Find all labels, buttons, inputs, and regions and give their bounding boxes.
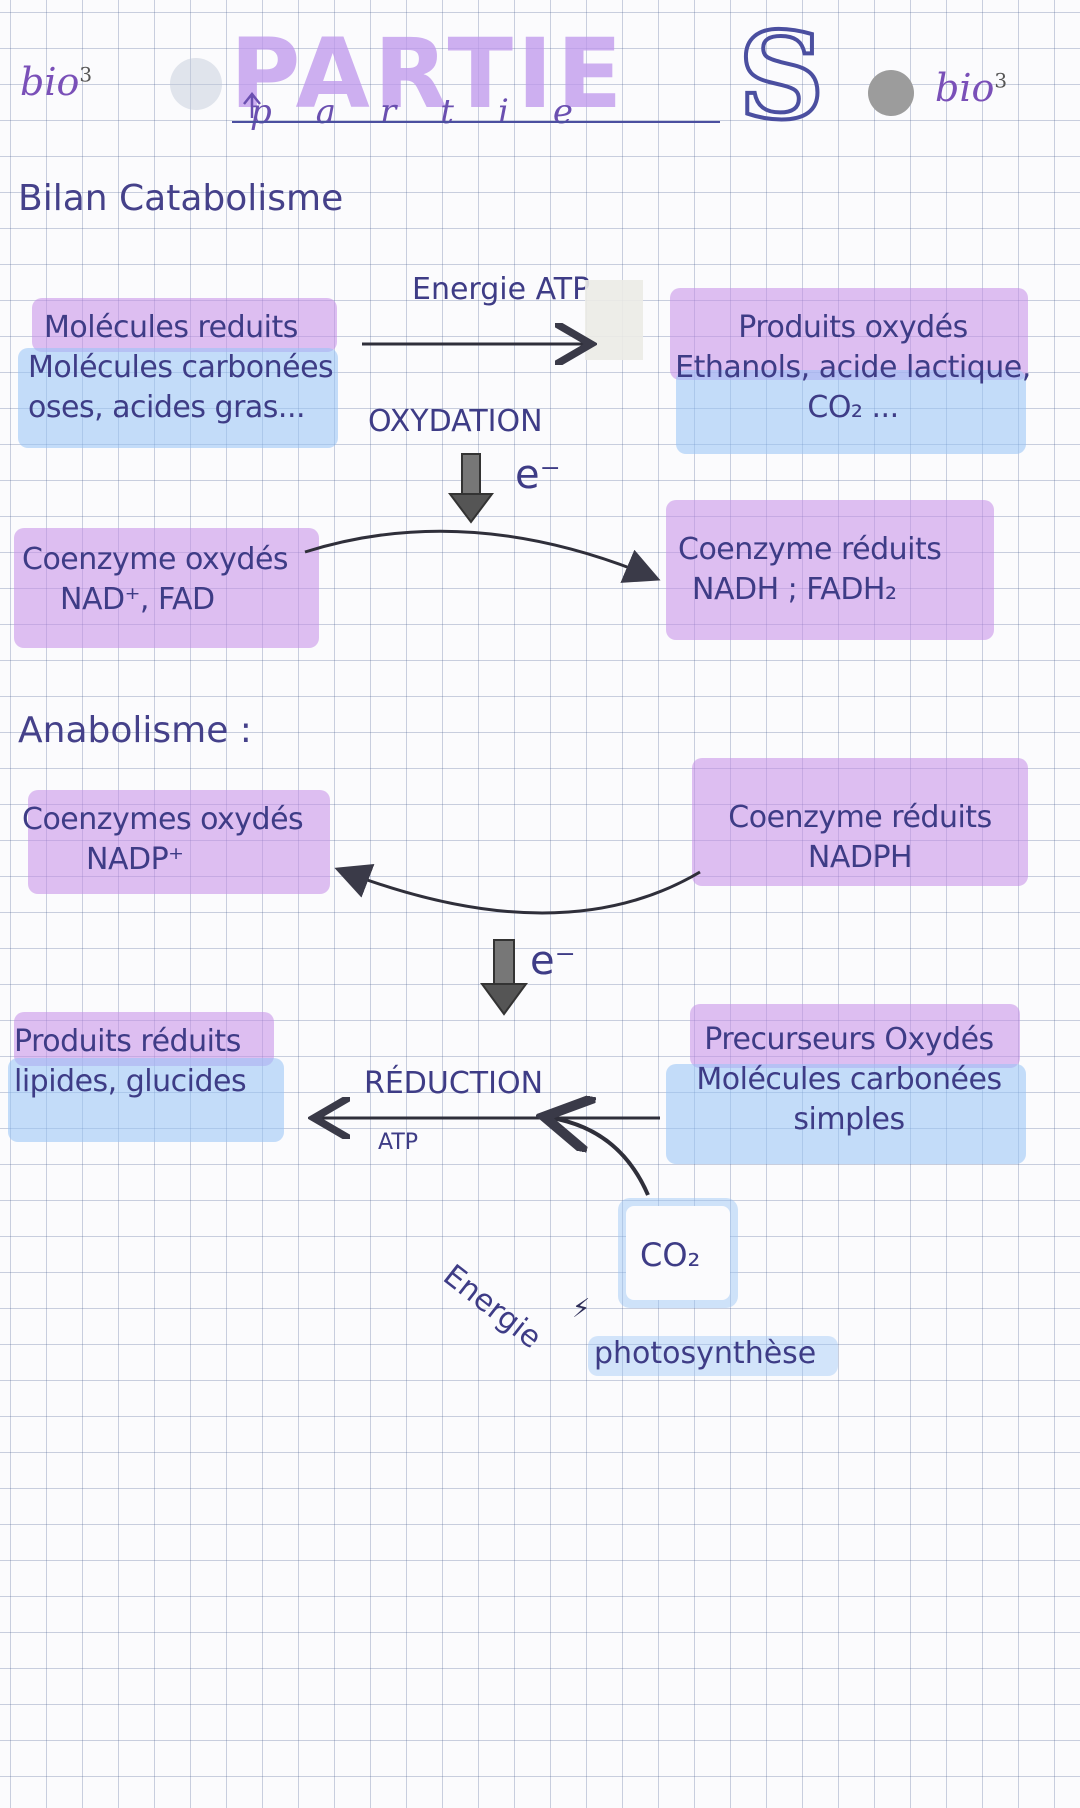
- sticker-dot-left: [170, 58, 222, 110]
- reduction-label: RÉDUCTION: [364, 1066, 544, 1101]
- highlight-purple: [32, 298, 337, 352]
- highlight-purple: [666, 500, 994, 640]
- oxidized-precursors-line: Molécules carbonées: [696, 1062, 1002, 1097]
- anabolism-electron-label: e⁻: [530, 938, 576, 984]
- right-tag: bio3: [935, 66, 1008, 110]
- lightning-icon: ⚡: [572, 1294, 591, 1324]
- reduced-molecules-title: Molécules reduits: [44, 310, 298, 345]
- coenzyme-reduced-title: Coenzyme réduits: [678, 532, 942, 567]
- oxidized-products-line: CO₂ ...: [807, 390, 899, 425]
- reduced-molecules-line: oses, acides gras...: [28, 390, 306, 425]
- highlight-purple: [690, 1004, 1020, 1068]
- anabolism-coenzyme-oxidized-title: Coenzymes oxydés: [22, 802, 304, 837]
- highlight-purple: [14, 1012, 274, 1066]
- co2-curve-arrow: [552, 1118, 650, 1196]
- highlight-purple: [28, 790, 330, 894]
- highlight-blue: [588, 1336, 838, 1376]
- oxidized-products-box: Produits oxydés Ethanols, acide lactique…: [668, 308, 1038, 428]
- oxidation-down-arrow: [448, 453, 494, 524]
- electron-label: e⁻: [515, 452, 561, 498]
- reduced-products-title: Produits réduits: [14, 1024, 241, 1059]
- oxidation-label: OXYDATION: [368, 404, 543, 439]
- anabolism-coenzyme-reduced-line: NADPH: [807, 840, 913, 875]
- anabolism-coenzyme-reduced-box: Coenzyme réduits NADPH: [690, 798, 1030, 878]
- page-title-s: S: [736, 4, 827, 149]
- coenzyme-reduced-box: Coenzyme réduits NADH ; FADH₂: [678, 530, 1008, 610]
- anabolism-coenzyme-oxidized-line: NADP⁺: [86, 842, 184, 877]
- highlight-purple: [14, 528, 319, 648]
- coenzyme-reduced-line: NADH ; FADH₂: [692, 572, 897, 607]
- atp-label: ATP: [378, 1130, 419, 1155]
- anabolism-heading: Anabolisme :: [18, 710, 252, 751]
- oxidized-products-title: Produits oxydés: [738, 310, 968, 345]
- photosynthesis-label: photosynthèse: [594, 1336, 817, 1371]
- reduced-products-box: Produits réduits lipides, glucides: [14, 1022, 304, 1102]
- co2-inner: [626, 1206, 730, 1300]
- highlight-blue: [676, 370, 1026, 454]
- anabolism-down-arrow: [480, 939, 528, 1016]
- page-subtitle: partie: [250, 92, 617, 132]
- left-tag: bio3: [20, 60, 93, 104]
- reduced-molecules-line: Molécules carbonées: [28, 350, 334, 385]
- oxidized-products-line: Ethanols, acide lactique,: [675, 350, 1031, 385]
- oxidized-precursors-box: Precurseurs Oxydés Molécules carbonées s…: [664, 1020, 1034, 1140]
- sticker-dot-right: [868, 70, 914, 116]
- highlight-purple: [692, 758, 1028, 886]
- title-up-arrow: [243, 91, 261, 118]
- anabolism-coenzyme-oxidized-box: Coenzymes oxydés NADP⁺: [22, 800, 342, 880]
- coenzyme-oxidized-box: Coenzyme oxydés NAD⁺, FAD: [22, 540, 342, 620]
- highlight-blue: [8, 1058, 284, 1142]
- oxidized-precursors-title: Precurseurs Oxydés: [704, 1022, 994, 1057]
- reduced-molecules-box: Molécules reduits Molécules carbonées os…: [28, 308, 358, 428]
- coenzyme-curve-arrow: [304, 529, 661, 583]
- highlight-purple: [670, 288, 1028, 380]
- catabolism-heading: Bilan Catabolisme: [18, 178, 344, 219]
- page-title: PARTIE: [230, 18, 627, 130]
- energy-atp-label: Energie ATP: [412, 272, 591, 307]
- highlight-blue: [666, 1064, 1026, 1164]
- co2-label: CO₂: [640, 1236, 701, 1274]
- coenzyme-oxidized-line: NAD⁺, FAD: [60, 582, 215, 617]
- highlight-blue: [18, 348, 338, 448]
- reduced-products-line: lipides, glucides: [14, 1064, 247, 1099]
- coenzyme-oxidized-title: Coenzyme oxydés: [22, 542, 289, 577]
- oxidized-precursors-line: simples: [793, 1102, 905, 1137]
- anabolism-coenzyme-curve-arrow: [334, 864, 701, 915]
- anabolism-coenzyme-reduced-title: Coenzyme réduits: [728, 800, 992, 835]
